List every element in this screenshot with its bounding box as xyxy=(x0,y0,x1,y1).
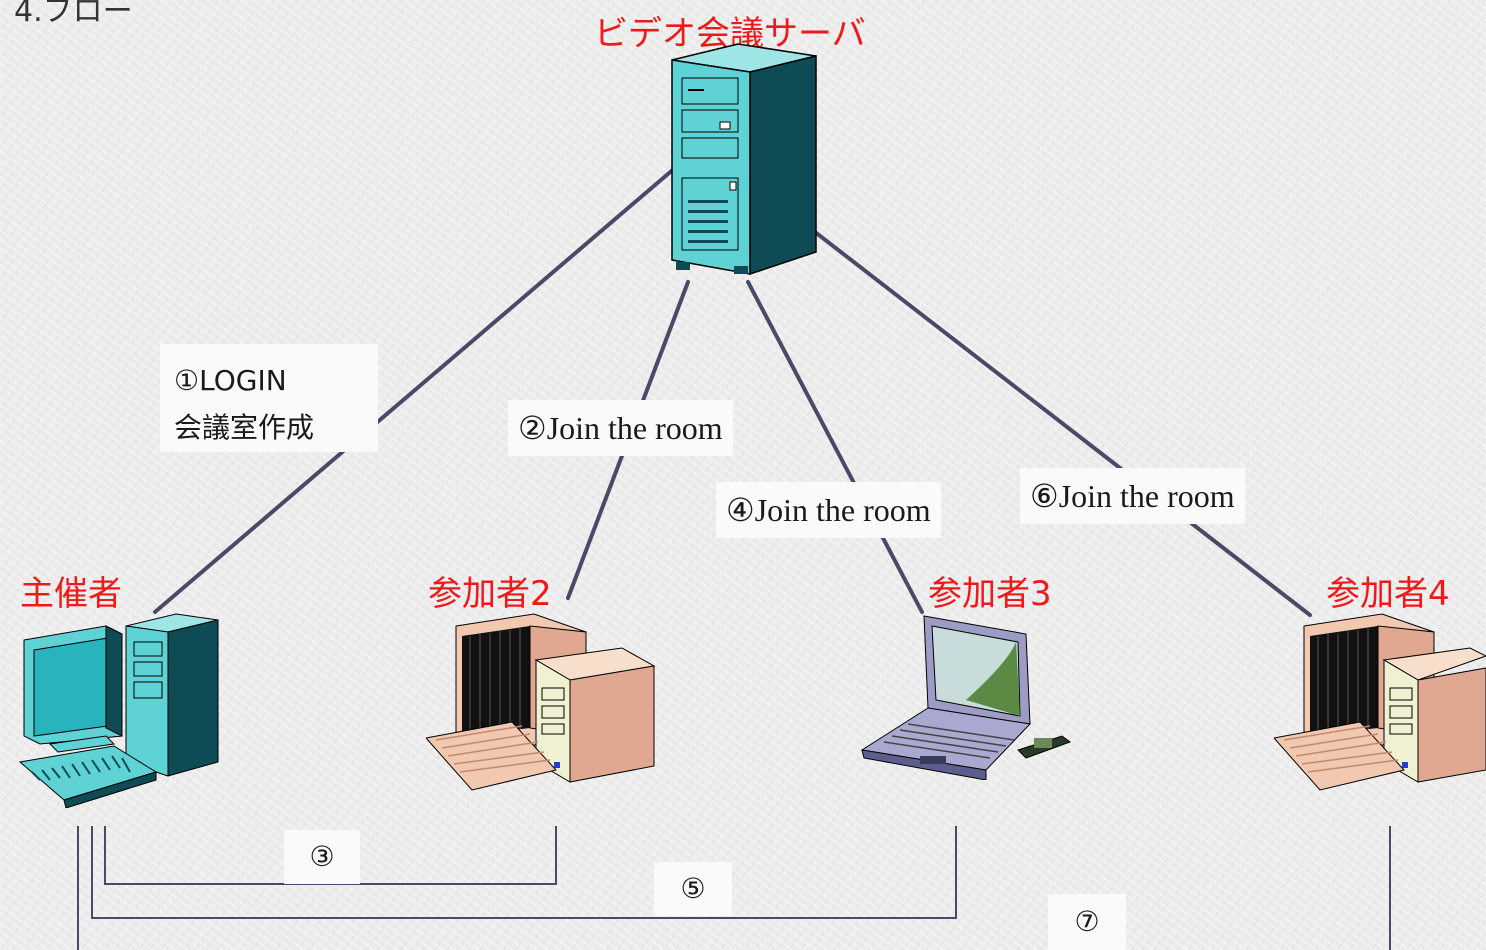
step4-label: ④Join the room xyxy=(716,482,941,538)
line-server-p4 xyxy=(813,230,1312,617)
participant4-label: 参加者4 xyxy=(1326,574,1450,614)
beige-desktop-pc-icon xyxy=(426,613,656,791)
participant3-label: 参加者3 xyxy=(928,574,1052,614)
step1-label: ①LOGIN 会議室作成 xyxy=(160,344,378,452)
participant2-label: 参加者2 xyxy=(428,574,552,614)
line-step5 xyxy=(91,826,957,919)
step1-line1: ①LOGIN xyxy=(174,364,287,397)
line-server-p3 xyxy=(746,280,924,614)
step6-label: ⑥Join the room xyxy=(1020,468,1245,524)
beige-desktop-pc-icon xyxy=(1274,613,1486,791)
server-tower-icon xyxy=(671,43,817,276)
desktop-pc-icon xyxy=(18,613,219,808)
page-heading: 4.フロー xyxy=(14,0,133,29)
host-label: 主催者 xyxy=(20,574,122,614)
step3-label: ③ xyxy=(284,830,360,884)
step1-line2: 会議室作成 xyxy=(174,411,315,444)
step5-label: ⑤ xyxy=(654,862,732,916)
line-server-host xyxy=(153,166,677,614)
laptop-icon xyxy=(860,615,1072,780)
step7-label: ⑦ xyxy=(1048,894,1126,950)
step2-label: ②Join the room xyxy=(508,400,733,456)
line-step3 xyxy=(104,826,557,885)
